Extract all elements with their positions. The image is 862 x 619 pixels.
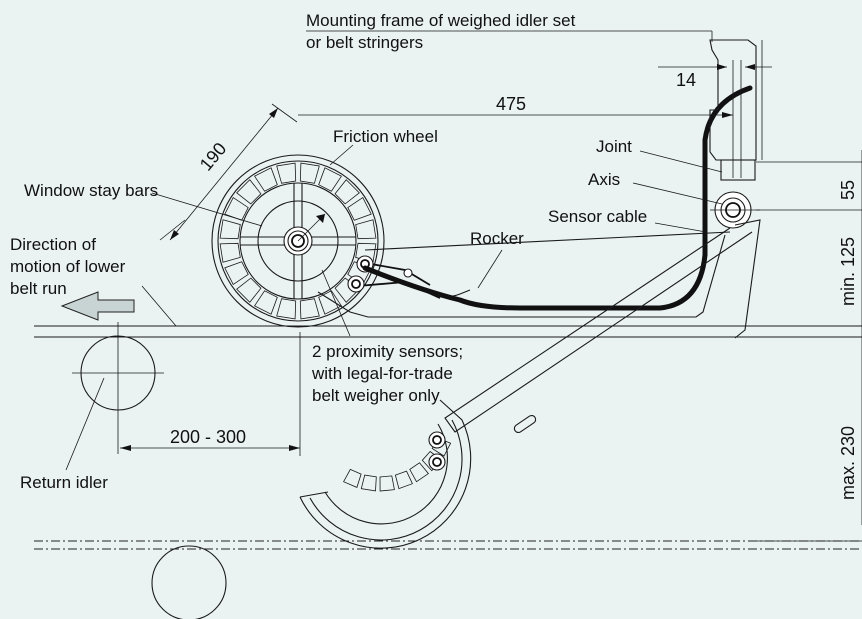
dimension-190-label: 190 [196, 139, 231, 175]
lower-idler-roller [151, 545, 227, 619]
wheel-window [276, 298, 297, 320]
wheel-window [394, 470, 413, 490]
wheel-window [236, 277, 262, 303]
wheel-window [409, 462, 429, 483]
wheel-window [347, 197, 372, 221]
friction-wheel [211, 154, 385, 328]
direction-label-line2: motion of lower [10, 257, 126, 276]
sensor-cable-label: Sensor cable [548, 207, 647, 226]
wheel-window [219, 219, 241, 240]
belt-direction-arrow-icon [60, 291, 135, 321]
direction-label-line1: Direction of [10, 235, 96, 254]
wheel-window [360, 474, 377, 492]
leader-lines [65, 30, 723, 471]
wheel-window [254, 167, 278, 192]
wheel-window [276, 162, 297, 184]
dimension-min125-label: min. 125 [838, 237, 858, 306]
lower-belt-lines [34, 325, 862, 338]
dimension-max230-label: max. 230 [838, 426, 858, 500]
dimension-55-label: 55 [838, 180, 858, 200]
window-stay-bars-label: Window stay bars [24, 181, 158, 200]
dimension-200-300-label: 200 - 300 [170, 427, 246, 447]
sensor-cable [362, 85, 753, 311]
mounting-frame [709, 39, 862, 211]
friction-wheel-label: Friction wheel [333, 127, 438, 146]
dimension-14 [658, 64, 772, 70]
wheel-window [224, 261, 249, 285]
dimension-14-label: 14 [676, 70, 696, 90]
direction-label-line3: belt run [10, 279, 67, 298]
wheel-window [254, 290, 278, 315]
joint-label: Joint [596, 137, 632, 156]
rocker-lower-position [444, 219, 761, 434]
return-idler [72, 322, 164, 454]
vertical-dimensions [756, 150, 862, 542]
dimension-200-300 [120, 332, 301, 456]
wheel-window [236, 179, 262, 205]
dimension-475 [298, 112, 733, 118]
wheel-window [318, 167, 342, 192]
axis-label: Axis [588, 170, 620, 189]
joint-axis [710, 191, 760, 229]
mounting-frame-label-line2: or belt stringers [306, 33, 423, 52]
friction-wheel-lower-position [299, 399, 472, 549]
mounting-frame-label-line1: Mounting frame of weighed idler set [306, 11, 576, 30]
wheel-window [343, 468, 362, 488]
rocker-label: Rocker [470, 229, 524, 248]
bottom-belt-centerlines [34, 540, 862, 550]
dimension-475-label: 475 [496, 94, 526, 114]
wheel-window [379, 475, 395, 492]
wheel-window [355, 219, 377, 240]
proximity-label-line3: belt weigher only [312, 386, 440, 405]
proximity-label-line2: with legal-for-trade [311, 364, 453, 383]
dimension-190 [159, 103, 298, 241]
wheel-window [299, 298, 320, 320]
proximity-label-line1: 2 proximity sensors; [312, 342, 463, 361]
wheel-window [334, 179, 360, 205]
return-idler-label: Return idler [20, 473, 108, 492]
wheel-window [219, 242, 241, 263]
wheel-window [299, 162, 320, 184]
